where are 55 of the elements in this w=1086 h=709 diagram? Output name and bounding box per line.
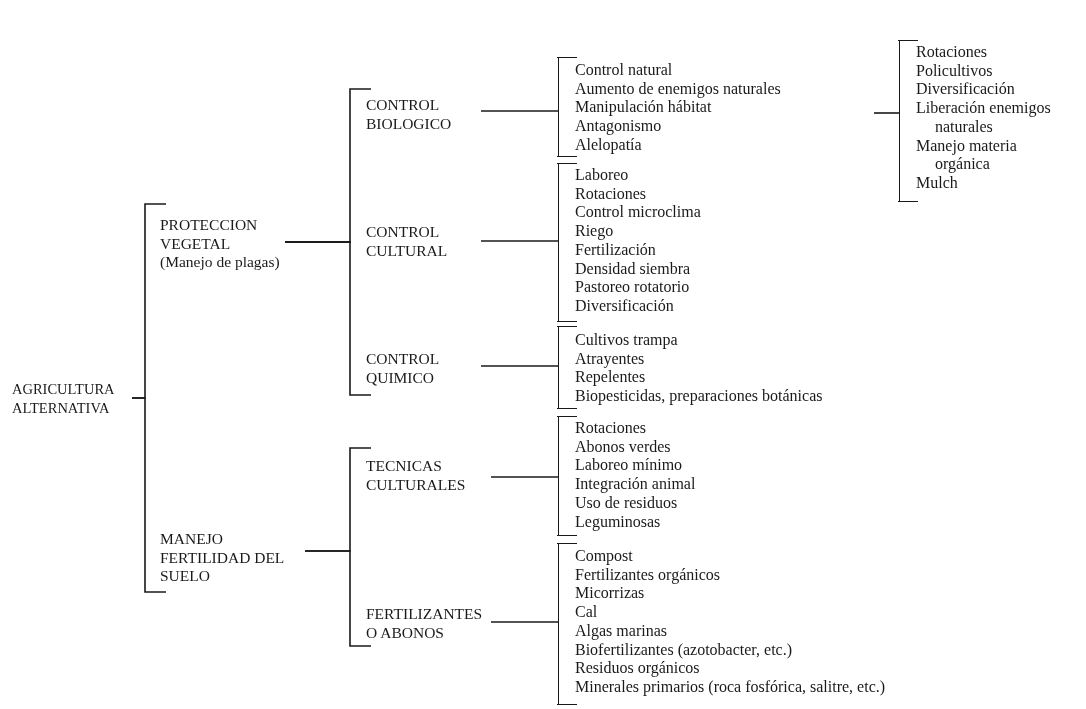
list-item: Rotaciones [916,43,988,62]
list-item: Residuos orgánicos [575,659,700,678]
list-item: Rotaciones [575,184,647,204]
list-item: Riego [575,222,614,241]
list-item: Manejo materia orgánica [916,136,1018,174]
list-item: Policultivos [916,61,993,81]
bracket-line [284,241,372,396]
category-label: MANEJO FERTILIDAD DEL SUELO [160,530,285,587]
list-item: Mulch [916,173,958,193]
list-item: Antagonismo [575,117,662,136]
bracket-line [480,110,559,112]
category-label: (Manejo de plagas) [160,253,280,273]
list-item: Minerales primarios (roca fosfórica, salitre, etc.) [575,677,886,697]
list-item: Aumento de enemigos naturales [575,79,781,99]
list-item: Pastoreo rotatorio [575,278,690,297]
category-label: AGRICULTURA ALTERNATIVA [12,380,115,418]
list-item: Cultivos trampa [575,331,678,350]
bracket-line [490,621,559,623]
category-label: PROTECCION VEGETAL [160,216,259,254]
list-item: Laboreo [575,166,629,185]
list-item: Leguminosas [575,512,661,532]
list-item: Abonos verdes [575,437,671,457]
list-item: Atrayentes [575,349,645,369]
category-label: CONTROL BIOLOGICO [366,96,453,134]
list-item: Integración animal [575,475,696,494]
bracket-line [131,397,167,593]
list-item: Repelentes [575,368,646,388]
list-item: Algas marinas [575,621,667,641]
list-item: Micorrizas [575,584,645,604]
list-item: Densidad siembra [575,259,691,279]
list-item: Cal [575,603,598,622]
list-item: Diversificación [916,80,1015,100]
list-item: Alelopatía [575,135,642,155]
bracket-line [304,550,372,647]
category-label: CONTROL QUIMICO [366,350,440,388]
list-item: Uso de residuos [575,493,678,513]
list-item: Diversificación [575,296,674,316]
list-item: Biofertilizantes (azotobacter, etc.) [575,640,793,660]
category-label: FERTILIZANTES O ABONOS [366,605,484,643]
list-item: Manipulación hábitat [575,98,712,118]
list-item: Fertilización [575,240,656,260]
list-item: Laboreo mínimo [575,456,683,476]
category-label: CONTROL CULTURAL [366,223,449,261]
list-item: Control microclima [575,203,701,223]
category-label: TECNICAS CULTURALES [366,457,467,495]
bracket-line [490,476,559,478]
bracket-line [480,365,559,367]
bracket-line [873,112,900,114]
list-item: Control natural [575,61,673,80]
list-item: Liberación enemigos naturales [916,99,1052,137]
list-item: Biopesticidas, preparaciones botánicas [575,387,823,406]
list-item: Rotaciones [575,419,647,438]
list-item: Compost [575,547,633,566]
bracket-line [480,240,559,242]
list-item: Fertilizantes orgánicos [575,565,720,585]
